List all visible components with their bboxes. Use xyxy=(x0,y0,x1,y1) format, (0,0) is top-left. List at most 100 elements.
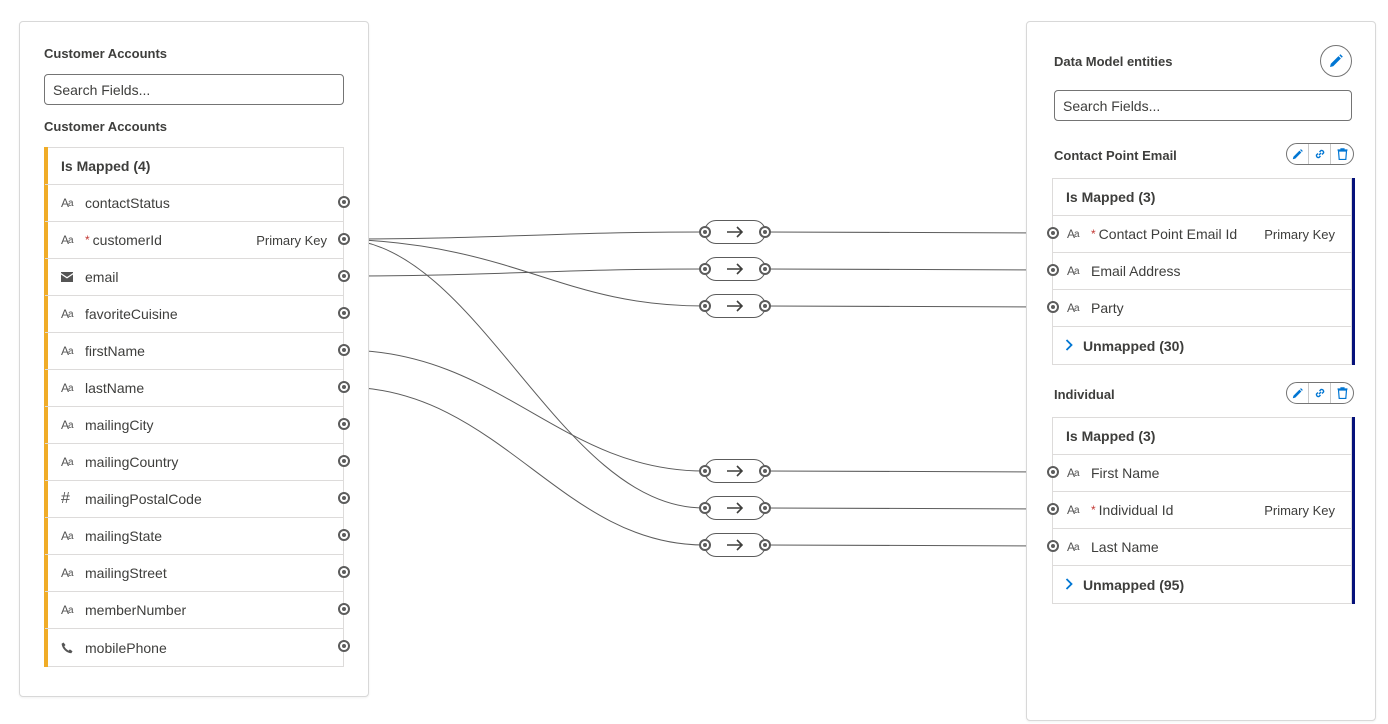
transform-output-port[interactable] xyxy=(759,263,771,275)
arrow-right-icon xyxy=(727,539,744,551)
trash-icon xyxy=(1337,387,1347,399)
transform-input-port[interactable] xyxy=(699,226,711,238)
mapped-group-header[interactable]: Is Mapped (3) xyxy=(1053,179,1351,216)
field-port[interactable] xyxy=(338,196,350,208)
transform-input-port[interactable] xyxy=(699,263,711,275)
transform-input-port[interactable] xyxy=(699,300,711,312)
field-port[interactable] xyxy=(1047,503,1059,515)
wire-transform-5-to-individual-id xyxy=(763,507,1053,510)
transform-node[interactable] xyxy=(699,220,771,244)
edit-entity-button[interactable] xyxy=(1287,383,1309,403)
source-panel: Customer Accounts Customer Accounts Is M… xyxy=(19,21,369,697)
primary-key-tag: Primary Key xyxy=(1264,502,1335,518)
edit-entity-button[interactable] xyxy=(1287,144,1309,164)
transform-node[interactable] xyxy=(699,294,771,318)
transform-input-port[interactable] xyxy=(699,539,711,551)
unmapped-label: Unmapped (30) xyxy=(1083,337,1185,354)
target-search-input[interactable] xyxy=(1054,90,1352,121)
transform-node[interactable] xyxy=(699,533,771,557)
field-port[interactable] xyxy=(338,640,350,652)
unmapped-group-toggle[interactable]: Unmapped (95) xyxy=(1053,566,1351,603)
primary-key-tag: Primary Key xyxy=(1264,226,1335,242)
source-search-input[interactable] xyxy=(44,74,344,105)
transform-input-port[interactable] xyxy=(699,502,711,514)
field-port[interactable] xyxy=(338,603,350,615)
field-port[interactable] xyxy=(1047,466,1059,478)
field-name: mailingPostalCode xyxy=(85,491,202,507)
link-entity-button[interactable] xyxy=(1309,383,1331,403)
field-port[interactable] xyxy=(1047,540,1059,552)
field-name: email xyxy=(85,269,119,285)
field-port[interactable] xyxy=(338,418,350,430)
link-entity-button[interactable] xyxy=(1309,144,1331,164)
field-port[interactable] xyxy=(338,566,350,578)
transform-input-port[interactable] xyxy=(699,465,711,477)
transform-node[interactable] xyxy=(699,496,771,520)
transform-node[interactable] xyxy=(699,257,771,281)
field-port[interactable] xyxy=(338,381,350,393)
transform-output-port[interactable] xyxy=(759,539,771,551)
wire-transform-2-to-email-address xyxy=(763,268,1053,271)
source-title: Customer Accounts xyxy=(44,46,168,61)
field-name: mailingState xyxy=(85,528,163,544)
field-port[interactable] xyxy=(338,344,350,356)
transform-node[interactable] xyxy=(699,459,771,483)
wire-transform-6-to-last-name xyxy=(763,544,1053,547)
mapped-group-header[interactable]: Is Mapped (3) xyxy=(1053,418,1351,455)
field-port[interactable] xyxy=(1047,301,1059,313)
field-port[interactable] xyxy=(338,529,350,541)
field-row-mailingPostalCode[interactable]: # mailingPostalCode xyxy=(45,481,350,518)
transform-output-port[interactable] xyxy=(759,502,771,514)
field-port[interactable] xyxy=(1047,264,1059,276)
transform-output-port[interactable] xyxy=(759,465,771,477)
transform-output-port[interactable] xyxy=(759,300,771,312)
transform-output-port[interactable] xyxy=(759,226,771,238)
field-name: Individual Id xyxy=(1098,502,1174,518)
field-name: mailingCity xyxy=(85,417,154,433)
entity-header-individual: Individual xyxy=(1054,382,1354,406)
field-port[interactable] xyxy=(338,455,350,467)
number-icon: # xyxy=(61,490,70,507)
field-port[interactable] xyxy=(338,492,350,504)
delete-entity-button[interactable] xyxy=(1331,144,1353,164)
field-name: customerId xyxy=(92,232,162,248)
field-port[interactable] xyxy=(338,307,350,319)
field-port[interactable] xyxy=(338,270,350,282)
wire-customerId-to-transform-1 xyxy=(342,231,705,240)
phone-icon xyxy=(61,642,75,654)
edit-entities-button[interactable] xyxy=(1320,45,1352,77)
email-icon xyxy=(61,272,75,282)
entity-actions xyxy=(1286,143,1354,165)
mapped-group-header[interactable]: Is Mapped (4) xyxy=(45,148,343,185)
field-port[interactable] xyxy=(1047,227,1059,239)
wire-transform-3-to-party xyxy=(763,305,1053,308)
unmapped-group-toggle[interactable]: Unmapped (30) xyxy=(1053,327,1351,364)
required-marker: * xyxy=(1091,227,1096,241)
field-row-mobilePhone[interactable]: mobilePhone xyxy=(45,629,350,666)
field-row-email[interactable]: email xyxy=(45,259,350,296)
delete-entity-button[interactable] xyxy=(1331,383,1353,403)
field-port[interactable] xyxy=(338,233,350,245)
